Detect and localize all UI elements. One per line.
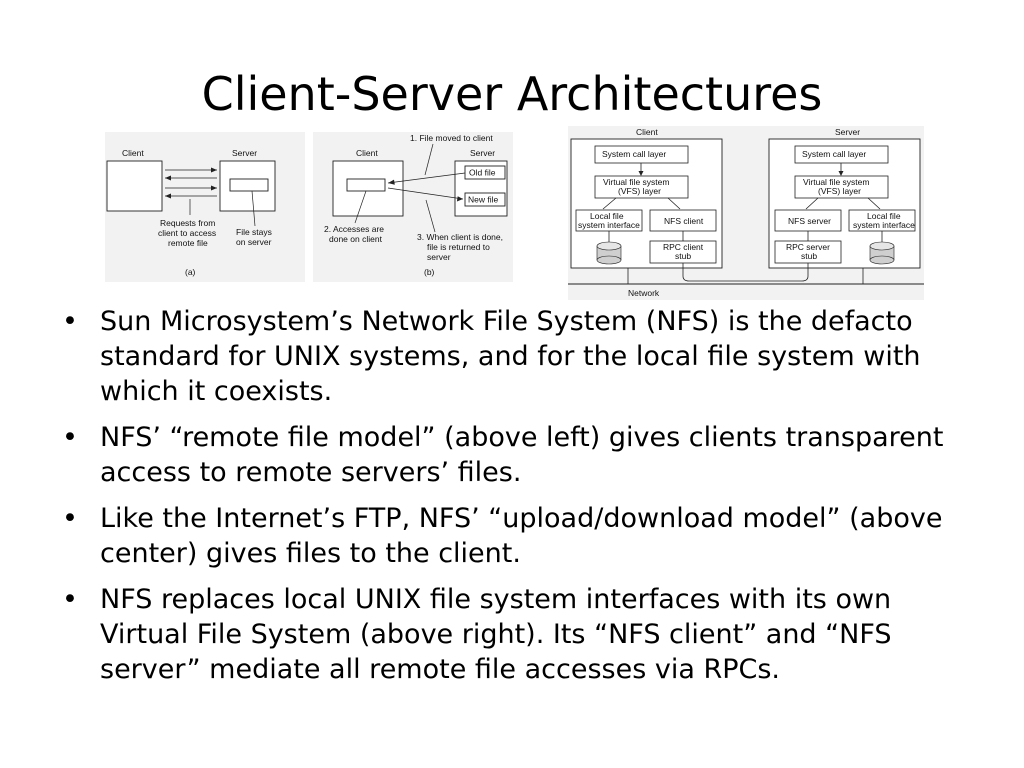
svg-text:system interface: system interface bbox=[578, 220, 640, 230]
svg-text:system interface: system interface bbox=[853, 220, 915, 230]
bullet-glyph: • bbox=[62, 306, 78, 337]
svg-text:server: server bbox=[427, 252, 451, 262]
caption-b: (b) bbox=[424, 267, 435, 277]
bullet-glyph: • bbox=[62, 503, 78, 534]
vfs-layer bbox=[794, 175, 889, 199]
bullet-item: •NFS’ “remote file model” (above left) g… bbox=[62, 422, 944, 488]
system-call-layer bbox=[794, 145, 889, 164]
new-file-box bbox=[464, 192, 506, 207]
system-call-layer bbox=[594, 145, 689, 164]
client-label: Client bbox=[122, 148, 144, 158]
bullet-list: •Sun Microsystem’s Network File System (… bbox=[62, 304, 962, 698]
local-disk-icon bbox=[596, 241, 622, 265]
server-disk-icon bbox=[869, 241, 895, 265]
svg-text:System call layer: System call layer bbox=[602, 149, 666, 159]
vfs-layer bbox=[594, 175, 689, 199]
file-copy-box bbox=[346, 178, 386, 192]
client-label: Client bbox=[356, 148, 378, 158]
svg-text:NFS client: NFS client bbox=[664, 216, 704, 226]
caption-a: (a) bbox=[185, 267, 196, 277]
svg-text:RPC server: RPC server bbox=[786, 242, 830, 252]
rpc-path bbox=[682, 263, 809, 282]
svg-text:Old file: Old file bbox=[469, 168, 496, 178]
svg-text:(VFS) layer: (VFS) layer bbox=[818, 186, 861, 196]
requests-text: Requests from bbox=[160, 218, 215, 228]
svg-text:System call layer: System call layer bbox=[802, 149, 866, 159]
client-done-text: 3. When client is done, bbox=[417, 232, 503, 242]
svg-text:Local file: Local file bbox=[590, 211, 624, 221]
file-stays-text: File stays bbox=[236, 227, 272, 237]
server-label: Server bbox=[470, 148, 495, 158]
accesses-text: 2. Accesses are bbox=[324, 224, 384, 234]
upload-arrow bbox=[387, 187, 464, 200]
client-label: Client bbox=[636, 127, 658, 137]
svg-text:done on client: done on client bbox=[329, 234, 383, 244]
bullet-item: •Like the Internet’s FTP, NFS’ “upload/d… bbox=[62, 503, 943, 569]
bullet-glyph: • bbox=[62, 584, 78, 615]
svg-text:RPC client: RPC client bbox=[663, 242, 704, 252]
client-box bbox=[106, 160, 163, 212]
file-box bbox=[229, 178, 269, 192]
svg-text:Virtual file system: Virtual file system bbox=[803, 177, 869, 187]
svg-text:New file: New file bbox=[468, 195, 499, 205]
svg-text:Virtual file system: Virtual file system bbox=[603, 177, 669, 187]
network-label: Network bbox=[628, 288, 660, 298]
server-label: Server bbox=[232, 148, 257, 158]
nfs-architecture-diagram: Client Server System call layer Virtual … bbox=[568, 126, 924, 300]
svg-text:on server: on server bbox=[236, 237, 272, 247]
server-label: Server bbox=[835, 127, 860, 137]
svg-text:stub: stub bbox=[801, 251, 817, 261]
svg-text:Local file: Local file bbox=[867, 211, 901, 221]
remote-access-diagram: Client Server Requests from client to ac… bbox=[105, 132, 305, 282]
file-moved-text: 1. File moved to client bbox=[410, 133, 493, 143]
svg-text:NFS server: NFS server bbox=[788, 216, 831, 226]
svg-text:file is returned to: file is returned to bbox=[427, 242, 490, 252]
bullet-item: •Sun Microsystem’s Network File System (… bbox=[62, 306, 921, 407]
bullet-glyph: • bbox=[62, 422, 78, 453]
svg-text:client to access: client to access bbox=[158, 228, 216, 238]
svg-text:remote file: remote file bbox=[168, 238, 208, 248]
upload-download-diagram: 1. File moved to client Client Server Ol… bbox=[313, 132, 513, 282]
bullet-item: •NFS replaces local UNIX file system int… bbox=[62, 584, 892, 685]
svg-text:stub: stub bbox=[675, 251, 691, 261]
download-arrow bbox=[387, 172, 466, 184]
svg-text:(VFS) layer: (VFS) layer bbox=[618, 186, 661, 196]
slide-title: Client-Server Architectures bbox=[201, 67, 823, 121]
old-file-box bbox=[464, 165, 506, 180]
